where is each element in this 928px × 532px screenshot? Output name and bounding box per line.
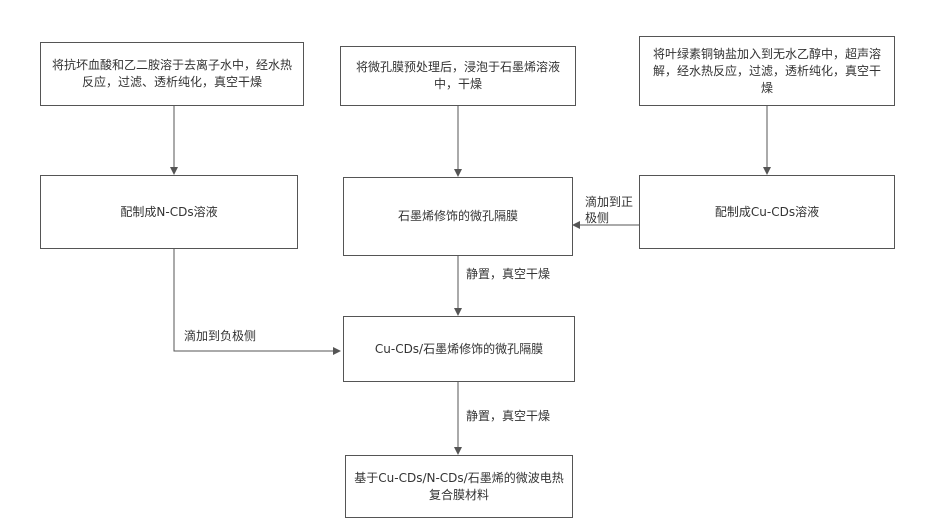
stand-dry-text-1: 静置，真空干燥 [466, 267, 550, 281]
cucds-preparation-box: 将叶绿素铜钠盐加入到无水乙醇中，超声溶解，经水热反应，过滤，透析纯化，真空干燥 [639, 36, 895, 106]
drip-negative-text: 滴加到负极侧 [184, 329, 256, 343]
stand-dry-label-2: 静置，真空干燥 [466, 408, 550, 424]
graphene-membrane-text: 石墨烯修饰的微孔隔膜 [398, 208, 518, 225]
cucds-graphene-membrane-box: Cu-CDs/石墨烯修饰的微孔隔膜 [343, 316, 575, 382]
cucds-solution-box: 配制成Cu-CDs溶液 [639, 175, 895, 249]
ncds-solution-text: 配制成N-CDs溶液 [120, 204, 217, 221]
ncds-solution-box: 配制成N-CDs溶液 [40, 175, 298, 249]
drip-positive-text: 滴加到正极侧 [585, 195, 633, 225]
ncds-preparation-box: 将抗坏血酸和乙二胺溶于去离子水中，经水热反应，过滤、透析纯化，真空干燥 [40, 42, 304, 106]
cucds-graphene-membrane-text: Cu-CDs/石墨烯修饰的微孔隔膜 [375, 341, 543, 358]
membrane-preparation-box: 将微孔膜预处理后，浸泡于石墨烯溶液中，干燥 [340, 46, 576, 106]
stand-dry-label-1: 静置，真空干燥 [466, 266, 550, 282]
cucds-preparation-text: 将叶绿素铜钠盐加入到无水乙醇中，超声溶解，经水热反应，过滤，透析纯化，真空干燥 [648, 46, 886, 97]
cucds-solution-text: 配制成Cu-CDs溶液 [715, 204, 819, 221]
ncds-preparation-text: 将抗坏血酸和乙二胺溶于去离子水中，经水热反应，过滤、透析纯化，真空干燥 [49, 57, 295, 91]
drip-negative-label: 滴加到负极侧 [184, 328, 256, 344]
stand-dry-text-2: 静置，真空干燥 [466, 409, 550, 423]
final-material-text: 基于Cu-CDs/N-CDs/石墨烯的微波电热复合膜材料 [354, 470, 564, 504]
graphene-membrane-box: 石墨烯修饰的微孔隔膜 [343, 177, 573, 256]
drip-positive-label: 滴加到正极侧 [585, 194, 639, 226]
final-material-box: 基于Cu-CDs/N-CDs/石墨烯的微波电热复合膜材料 [345, 455, 573, 518]
membrane-preparation-text: 将微孔膜预处理后，浸泡于石墨烯溶液中，干燥 [349, 59, 567, 93]
